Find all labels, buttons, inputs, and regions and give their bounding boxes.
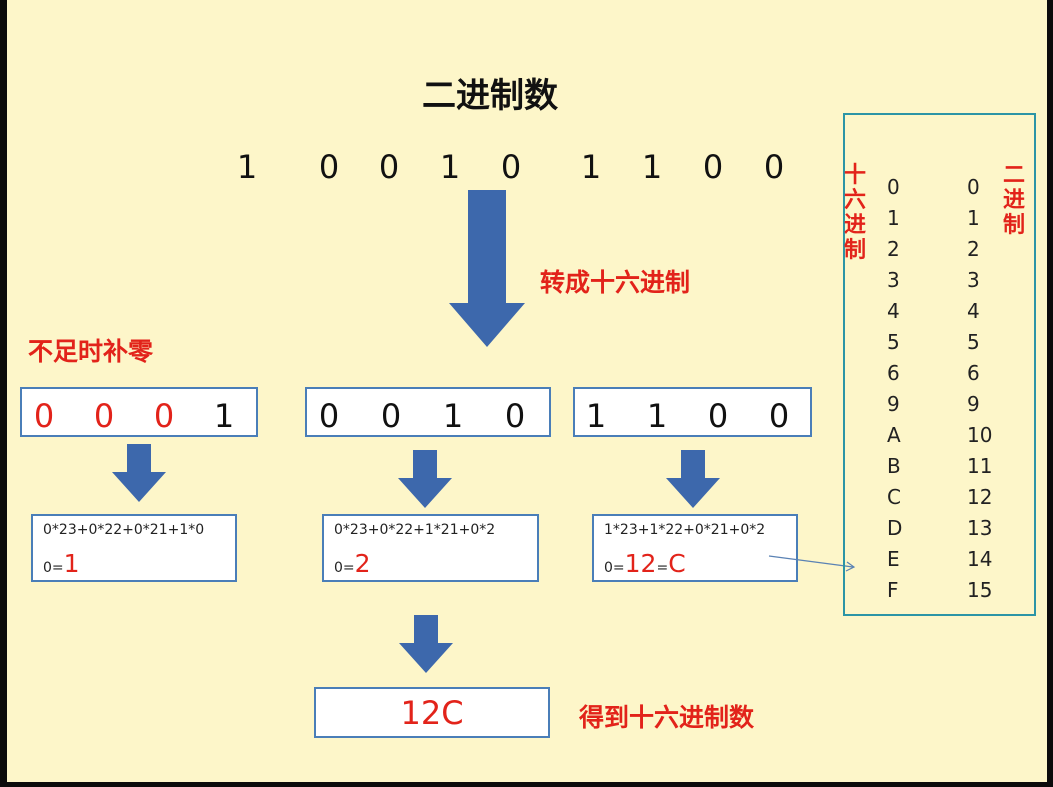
decimal-value: 0 [967,175,980,199]
big-down-arrow [449,190,525,347]
calc-eq: 0= [43,560,64,576]
down-arrow-3 [666,450,720,508]
nibble-box-1: 0 0 0 1 [20,387,258,437]
binary-bit: 1 [641,148,663,186]
calc-result: 0=1 [43,549,80,578]
calc-box-2: 0*23+0*22+1*21+0*2 0=2 [322,514,539,582]
bin-header: 二进制 [1002,163,1025,238]
hex-value: F [887,578,899,602]
pointer-line [768,555,856,572]
calc-result: 0=12=C [604,549,686,578]
nibble-digit: 1 [442,397,464,435]
nibble-digit: 1 [585,397,607,435]
hex-value: 2 [887,237,900,261]
calc-formula: 0*23+0*22+1*21+0*2 [334,522,496,538]
binary-bit: 0 [378,148,400,186]
nibble-digit: 0 [153,397,175,435]
calc-value: 1 [63,549,80,578]
hex-value: 5 [887,330,900,354]
decimal-value: 11 [967,454,993,478]
decimal-value: 1 [967,206,980,230]
nibble-digit: 0 [707,397,729,435]
hex-value: 9 [887,392,900,416]
hex-value: E [887,547,900,571]
hex-value: 3 [887,268,900,292]
decimal-value: 2 [967,237,980,261]
calc-result: 0=2 [334,549,371,578]
calc-value: 2 [354,549,371,578]
nibble-digit: 0 [504,397,526,435]
calc-box-3: 1*23+1*22+0*21+0*2 0=12=C [592,514,798,582]
hex-value: C [887,485,901,509]
decimal-value: 14 [967,547,993,571]
decimal-value: 4 [967,299,980,323]
decimal-value: 9 [967,392,980,416]
result-label: 得到十六进制数 [579,703,755,732]
hex-value: 1 [887,206,900,230]
binary-bit: 0 [318,148,340,186]
calc-formula: 0*23+0*22+0*21+1*0 [43,522,205,538]
hex-value: 4 [887,299,900,323]
decimal-value: 15 [967,578,993,602]
hex-value: 0 [887,175,900,199]
binary-bit: 0 [763,148,785,186]
nibble-digit: 0 [93,397,115,435]
calc-eq: = [656,560,669,576]
decimal-value: 10 [967,423,993,447]
nibble-digit: 0 [318,397,340,435]
nibble-box-3: 1 1 0 0 [573,387,812,437]
binary-bit: 0 [500,148,522,186]
hex-value: D [887,516,903,540]
nibble-digit: 1 [646,397,668,435]
calc-eq: 0= [604,560,625,576]
calc-box-1: 0*23+0*22+0*21+1*0 0=1 [31,514,237,582]
calc-formula: 1*23+1*22+0*21+0*2 [604,522,766,538]
nibble-digit: 0 [33,397,55,435]
binary-bit: 1 [236,148,258,186]
nibble-digit: 0 [380,397,402,435]
pad-label: 不足时补零 [28,337,154,366]
decimal-value: 3 [967,268,980,292]
hex-value: 6 [887,361,900,385]
decimal-value: 12 [967,485,993,509]
result-box: 12C [314,687,550,738]
decimal-value: 5 [967,330,980,354]
hex-value: A [887,423,901,447]
calc-hex-value: C [668,549,686,578]
binary-bit: 1 [439,148,461,186]
nibble-digit: 0 [768,397,790,435]
result-value: 12C [400,694,464,732]
binary-bit: 1 [580,148,602,186]
nibble-box-2: 0 0 1 0 [305,387,551,437]
page-title: 二进制数 [422,76,558,116]
hex-value: B [887,454,901,478]
calc-value: 12 [624,549,657,578]
down-arrow-2 [398,450,452,508]
hex-header: 十六进制 [843,163,866,263]
nibble-digit: 1 [213,397,235,435]
convert-label: 转成十六进制 [540,268,691,297]
down-arrow-final [399,615,453,673]
down-arrow-1 [112,444,166,502]
calc-eq: 0= [334,560,355,576]
binary-bit: 0 [702,148,724,186]
decimal-value: 6 [967,361,980,385]
decimal-value: 13 [967,516,993,540]
